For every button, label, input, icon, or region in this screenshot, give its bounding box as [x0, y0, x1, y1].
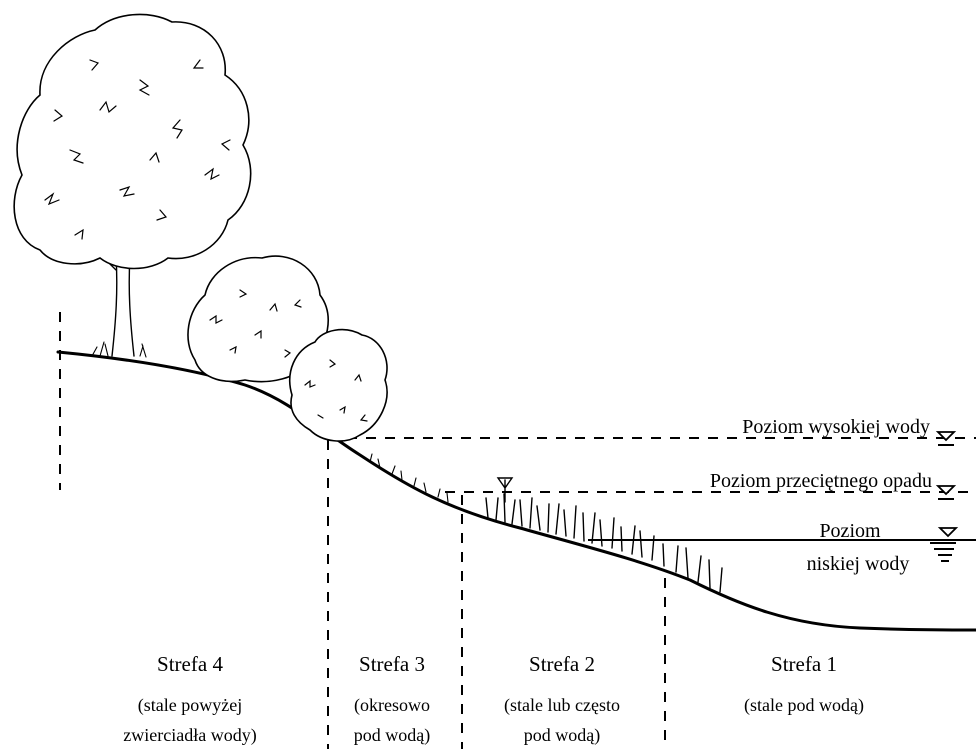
zone-2-title: Strefa 2 [529, 652, 595, 676]
high-water-label: Poziom wysokiej wody [742, 416, 930, 438]
average-precipitation-marker-icon [935, 485, 957, 496]
zone-3-desc-line1: (okresowo [354, 695, 430, 716]
zone-4-desc-line2: zwierciadła wody) [123, 725, 256, 746]
tree-illustration [13, 13, 252, 358]
shrub-back-texture [209, 289, 302, 358]
tree-trunk [79, 227, 173, 357]
zone-3-desc-line2: pod wodą) [354, 725, 430, 746]
zone-2-desc-line2: pod wodą) [524, 725, 600, 746]
zone-1-desc-line1: (stale pod wodą) [744, 695, 864, 716]
tree-canopy [13, 13, 252, 270]
shrub-front-canopy [288, 328, 388, 442]
shrub-illustration-front [288, 328, 388, 442]
average-precipitation-label: Poziom przeciętnego opadu [710, 470, 932, 492]
shrub-back-canopy [187, 255, 329, 383]
low-water-ripples-icon [930, 542, 956, 562]
cattail-marker [496, 477, 514, 503]
low-water-marker-icon [937, 527, 959, 538]
high-water-marker-icon [935, 431, 957, 442]
shrub-illustration-back [187, 255, 329, 383]
low-water-label-line2: niskiej wody [807, 553, 910, 575]
reed-vegetation [485, 477, 723, 593]
zone-3-title: Strefa 3 [359, 652, 425, 676]
low-water-label-line1: Poziom [819, 520, 881, 542]
shrub-front-texture [304, 359, 368, 422]
tree-base-grass [91, 341, 147, 358]
zone-1-title: Strefa 1 [771, 652, 837, 676]
zone-4-desc-line1: (stale powyżej [138, 695, 242, 716]
zone-2-desc-line1: (stale lub często [504, 695, 620, 716]
reeds [485, 493, 723, 593]
ground-profile [56, 350, 976, 632]
zone-4-title: Strefa 4 [157, 652, 223, 676]
slope-grass [369, 453, 449, 503]
tree-canopy-texture [44, 59, 231, 240]
